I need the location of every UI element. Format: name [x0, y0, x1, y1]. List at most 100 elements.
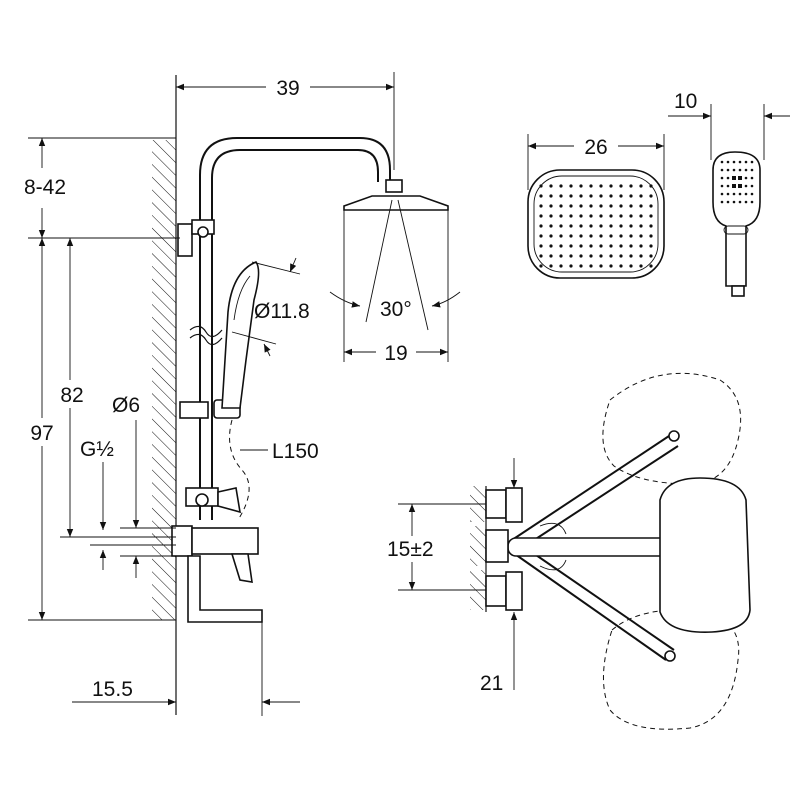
connector-middle — [485, 529, 509, 563]
hand-nozzle-dot — [738, 192, 742, 196]
hand-nozzle-dot — [750, 184, 754, 188]
nozzle-dot — [599, 194, 603, 198]
arm-end-up — [668, 430, 680, 442]
nozzle-dot — [569, 194, 573, 198]
nozzle-dot — [549, 184, 553, 188]
arm-end-down — [664, 650, 676, 662]
nozzle-dot — [539, 204, 543, 208]
ghost-head-top — [602, 372, 742, 485]
dim-11-8-label: Ø11.8 — [254, 300, 310, 323]
hand-nozzle-dot — [744, 184, 748, 188]
head-shower-side — [343, 195, 449, 211]
nozzle-dot — [639, 214, 643, 218]
nozzle-dot — [639, 254, 643, 258]
hand-shower-connector — [731, 285, 745, 297]
hand-nozzle-dot — [726, 184, 730, 188]
arm-rotated-down — [511, 551, 667, 661]
dim-15-label: 15±2 — [387, 538, 434, 561]
dim-19-label: 19 — [384, 342, 407, 365]
slider-clamp — [179, 401, 209, 419]
connector-lower — [485, 575, 507, 607]
nozzle-dot — [629, 214, 633, 218]
hand-nozzle-dot — [726, 192, 730, 196]
dim-26-bg — [574, 134, 618, 158]
rail-break-bottom — [189, 333, 223, 346]
hand-shower-face — [233, 275, 251, 321]
nozzle-dot — [549, 214, 553, 218]
nozzle-dot — [629, 194, 633, 198]
nozzle-dot — [579, 214, 583, 218]
nozzle-dot — [589, 264, 593, 268]
hand-nozzle-dot — [738, 184, 742, 188]
nozzle-dot — [569, 214, 573, 218]
dim-11-8-ext-top — [251, 261, 301, 275]
nozzle-dot — [609, 254, 613, 258]
head-shower-rim — [533, 175, 659, 273]
dim-11-8-arrow-top — [289, 257, 297, 273]
nozzle-dot — [589, 204, 593, 208]
dim-26-label: 26 — [584, 136, 607, 159]
dim-11-8-arrow-bottom — [263, 343, 271, 357]
head-shower-nozzles — [539, 184, 653, 268]
nozzle-dot — [539, 234, 543, 238]
nozzle-dot — [549, 254, 553, 258]
nozzle-dot — [639, 244, 643, 248]
hand-nozzle-dot — [732, 168, 736, 172]
nozzle-dot — [589, 224, 593, 228]
hand-nozzle-dot — [738, 160, 742, 164]
wall-hatch-2 — [470, 526, 486, 566]
nozzle-dot — [579, 254, 583, 258]
hand-nozzle-dot — [744, 200, 748, 204]
nozzle-dot — [539, 224, 543, 228]
nozzle-dot — [649, 244, 653, 248]
upper-bracket-screw — [197, 226, 209, 238]
nozzle-dot — [609, 214, 613, 218]
nozzle-dot — [599, 234, 603, 238]
dim-97-label: 97 — [30, 422, 53, 445]
hand-shower-side — [221, 261, 260, 409]
mixer-body — [191, 527, 259, 555]
nozzle-dot — [569, 184, 573, 188]
dim-15-bg — [392, 536, 450, 562]
nozzle-dot — [539, 194, 543, 198]
nozzle-dot — [549, 194, 553, 198]
shower-arm-outer — [199, 137, 391, 520]
hand-nozzle-dot — [720, 168, 724, 172]
mixer-connection — [171, 525, 193, 557]
nozzle-dot — [619, 254, 623, 258]
nozzle-dot — [539, 214, 543, 218]
nozzle-dot — [549, 264, 553, 268]
nozzle-dot — [559, 214, 563, 218]
nozzle-dot — [599, 224, 603, 228]
nozzle-dot — [609, 184, 613, 188]
nozzle-dot — [559, 184, 563, 188]
hand-nozzle-dot — [738, 176, 742, 180]
nozzle-dot — [619, 224, 623, 228]
hand-nozzle-dot — [726, 200, 730, 204]
hand-nozzle-dot — [720, 192, 724, 196]
nozzle-dot — [569, 244, 573, 248]
nozzle-dot — [599, 214, 603, 218]
nozzle-dot — [609, 204, 613, 208]
nozzle-dot — [629, 244, 633, 248]
dim-19-bg — [376, 340, 416, 364]
dim-15-5-label: 15.5 — [92, 678, 133, 701]
nozzle-dot — [559, 224, 563, 228]
hand-nozzle-dot — [720, 160, 724, 164]
nozzle-dot — [559, 244, 563, 248]
dim-82-bg — [54, 380, 90, 408]
hand-nozzle-dot — [744, 192, 748, 196]
nozzle-dot — [609, 224, 613, 228]
hand-shower-button — [723, 225, 749, 235]
side-view: 39 8-42 97 82 Ø6 G½ Ø11.8 — [24, 72, 461, 716]
nozzle-dot — [629, 204, 633, 208]
spray-line-left — [365, 199, 393, 323]
hand-nozzle-dot — [744, 176, 748, 180]
dim-10-label: 10 — [674, 90, 697, 113]
hand-nozzle-dot — [726, 160, 730, 164]
diverter-lever — [217, 487, 241, 514]
dim-97-bg — [24, 418, 60, 446]
nozzle-dot — [609, 234, 613, 238]
